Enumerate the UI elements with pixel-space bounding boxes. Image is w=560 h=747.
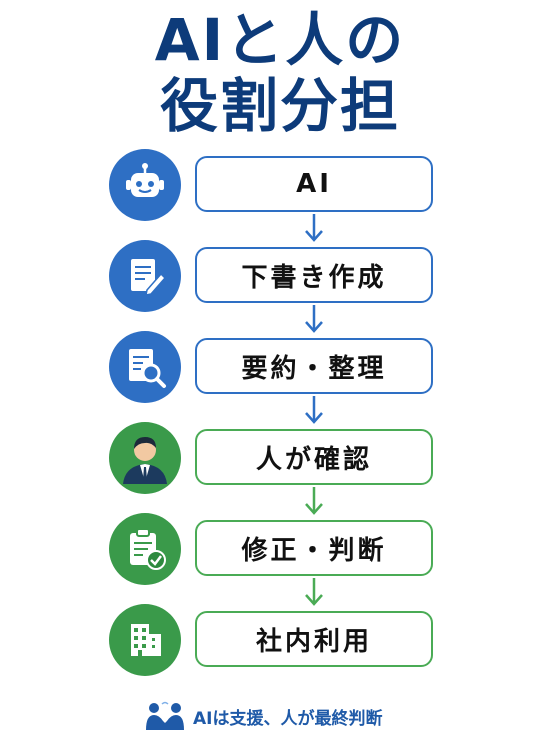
page-title-line1: AIと人の	[154, 6, 406, 74]
robot-icon	[109, 149, 181, 221]
step-summarize: 要約・整理	[195, 338, 433, 394]
step-draft: 下書き作成	[195, 247, 433, 303]
arrow-down-icon	[305, 487, 323, 515]
arrow-down-icon	[305, 305, 323, 333]
step-ai: AI	[195, 156, 433, 212]
building-icon	[109, 604, 181, 676]
handshake-people-icon	[146, 701, 184, 730]
person-icon	[109, 422, 181, 494]
footer-note: AIは支援、人が最終判断	[145, 700, 382, 732]
arrow-down-icon	[305, 396, 323, 424]
arrow-down-icon	[305, 214, 323, 242]
footer-text: AIは支援、人が最終判断	[193, 708, 383, 729]
arrow-down-icon	[305, 578, 323, 606]
document-search-icon	[109, 331, 181, 403]
step-internal-use: 社内利用	[195, 611, 433, 667]
clipboard-check-icon	[109, 513, 181, 585]
document-pen-icon	[109, 240, 181, 312]
step-human-check: 人が確認	[195, 429, 433, 485]
step-revise-judge: 修正・判断	[195, 520, 433, 576]
page-title-line2: 役割分担	[159, 72, 400, 140]
